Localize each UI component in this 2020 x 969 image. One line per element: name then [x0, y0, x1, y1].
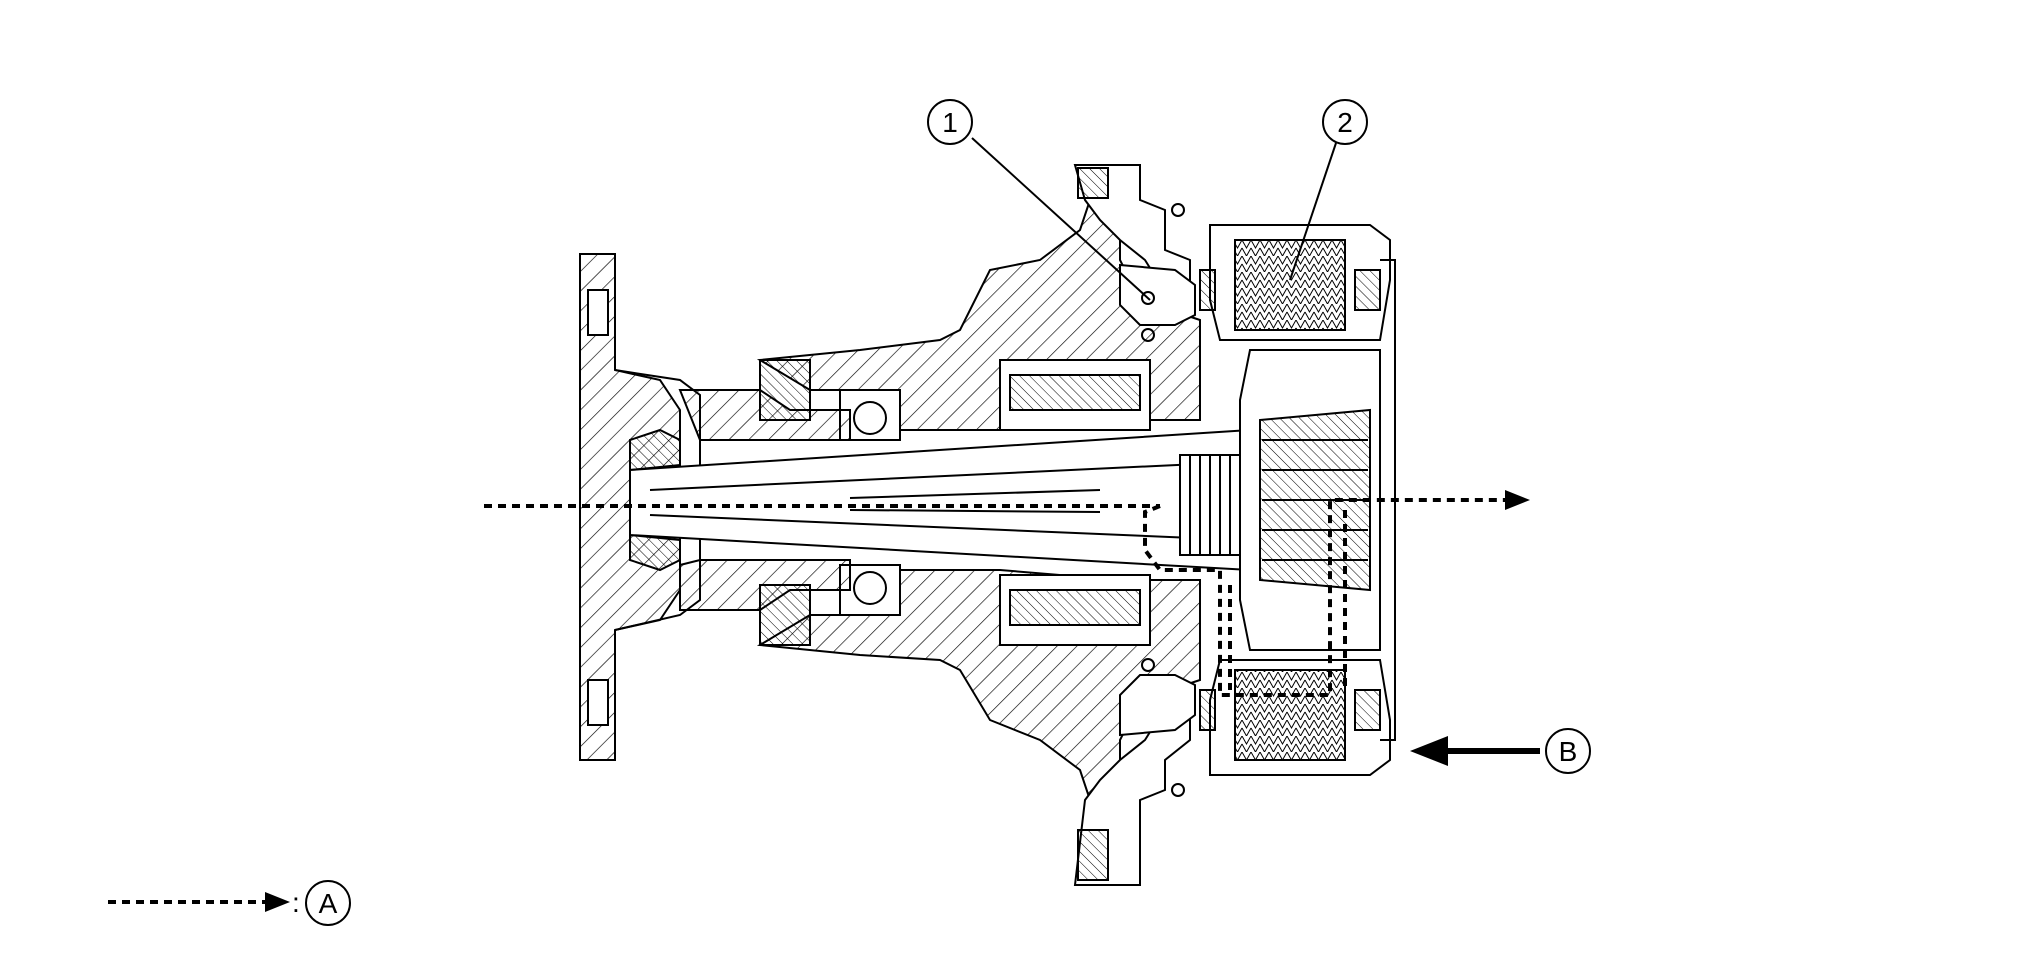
callout-b: B — [1410, 728, 1591, 774]
callout-b-label: B — [1559, 736, 1578, 767]
snap-rings — [1141, 203, 1185, 797]
flow-line-loop — [1143, 498, 1520, 697]
legend-symbol-circle — [305, 880, 351, 926]
callout-2-label: 2 — [1337, 107, 1353, 138]
legend-symbol-label: A — [319, 888, 338, 919]
legend-arrowhead — [265, 892, 290, 912]
needle-bearing — [1179, 454, 1241, 556]
rear-seals — [1199, 269, 1381, 731]
clutch-hub — [1239, 349, 1381, 651]
arrow-b-arrowhead — [1410, 736, 1448, 766]
legend-separator: : — [292, 887, 300, 918]
transfer-assembly — [579, 164, 1396, 886]
oil-flow-path — [484, 498, 1520, 697]
callout-2: 2 — [1289, 99, 1368, 281]
flow-arrowhead — [1505, 490, 1530, 510]
legend: : A — [108, 880, 351, 926]
main-shaft — [629, 429, 1261, 571]
clutch-piston — [1119, 263, 1196, 737]
drive-gear — [999, 359, 1151, 646]
callout-1-label: 1 — [942, 107, 958, 138]
callout-1: 1 — [927, 99, 1151, 301]
clutch-plate-pack — [1234, 239, 1346, 761]
